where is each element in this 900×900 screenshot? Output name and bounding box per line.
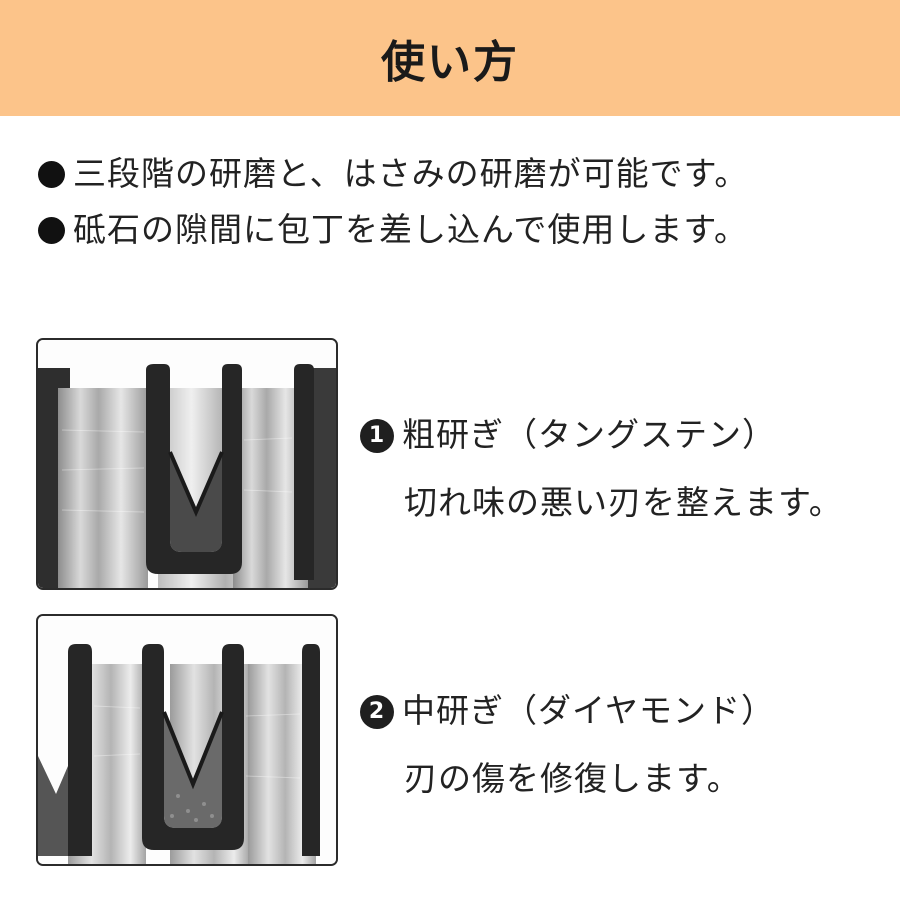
- header-band: 使い方: [0, 0, 900, 116]
- bullet-icon: [38, 161, 65, 188]
- sharpener-photo-image: [38, 616, 336, 864]
- page-title: 使い方: [381, 37, 519, 88]
- intro-line-text: 三段階の研磨と、はさみの研磨が可能です。: [73, 154, 749, 193]
- step-description: 切れ味の悪い刃を整えます。: [404, 483, 843, 522]
- intro-section: 三段階の研磨と、はさみの研磨が可能です。 砥石の隙間に包丁を差し込んで使用します…: [38, 146, 888, 258]
- bullet-icon: [38, 217, 65, 244]
- step-title-text: 粗研ぎ（タングステン）: [402, 415, 776, 454]
- intro-line: 三段階の研磨と、はさみの研磨が可能です。: [38, 146, 888, 202]
- step-description: 刃の傷を修復します。: [404, 759, 741, 798]
- step-number-badge: 1: [360, 419, 394, 453]
- intro-line: 砥石の隙間に包丁を差し込んで使用します。: [38, 202, 888, 258]
- sharpener-photo-image: [38, 340, 336, 588]
- step-title-text: 中研ぎ（ダイヤモンド）: [402, 691, 776, 730]
- tungsten-slot-photo: [36, 338, 338, 590]
- intro-line-text: 砥石の隙間に包丁を差し込んで使用します。: [73, 210, 749, 249]
- step-number-badge: 2: [360, 695, 394, 729]
- diamond-slot-photo: [36, 614, 338, 866]
